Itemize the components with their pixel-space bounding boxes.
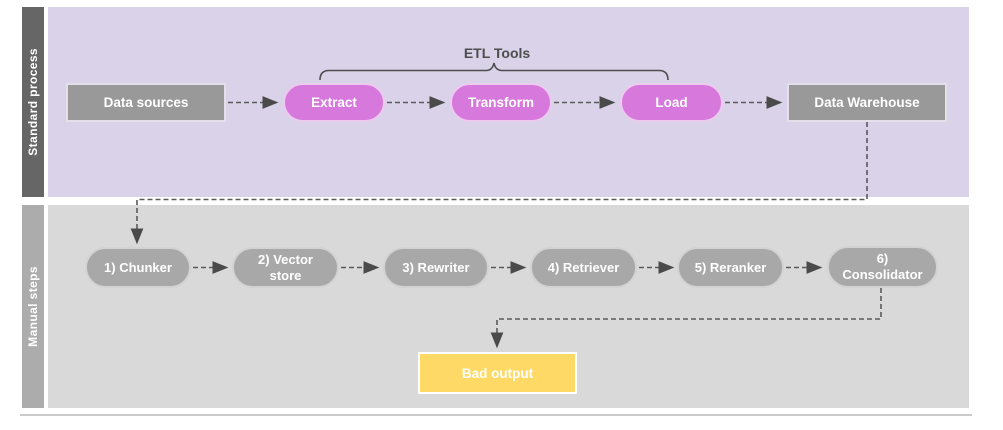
node-consolidator: 6) Consolidator xyxy=(827,246,938,288)
canvas-bottom-rule xyxy=(20,414,972,416)
connector-warehouse-chunker xyxy=(130,122,868,245)
node-vector-store: 2) Vector store xyxy=(232,247,339,288)
node-rewriter: 3) Rewriter xyxy=(383,247,489,288)
lane-bar-standard-process: Standard process xyxy=(22,7,44,197)
etl-tools-brace xyxy=(319,62,669,81)
node-extract: Extract xyxy=(283,83,385,122)
node-data-warehouse: Data Warehouse xyxy=(787,83,947,122)
node-retriever: 4) Retriever xyxy=(530,247,637,288)
node-transform: Transform xyxy=(450,83,552,122)
lane-bar-manual-steps: Manual steps xyxy=(22,205,44,408)
node-data-sources: Data sources xyxy=(66,83,226,122)
node-load: Load xyxy=(620,83,723,122)
node-bad-output: Bad output xyxy=(418,352,577,394)
node-chunker: 1) Chunker xyxy=(85,247,191,288)
node-reranker: 5) Reranker xyxy=(677,247,784,288)
etl-tools-label: ETL Tools xyxy=(463,45,531,61)
connector-consolidator-badoutput xyxy=(490,288,882,349)
